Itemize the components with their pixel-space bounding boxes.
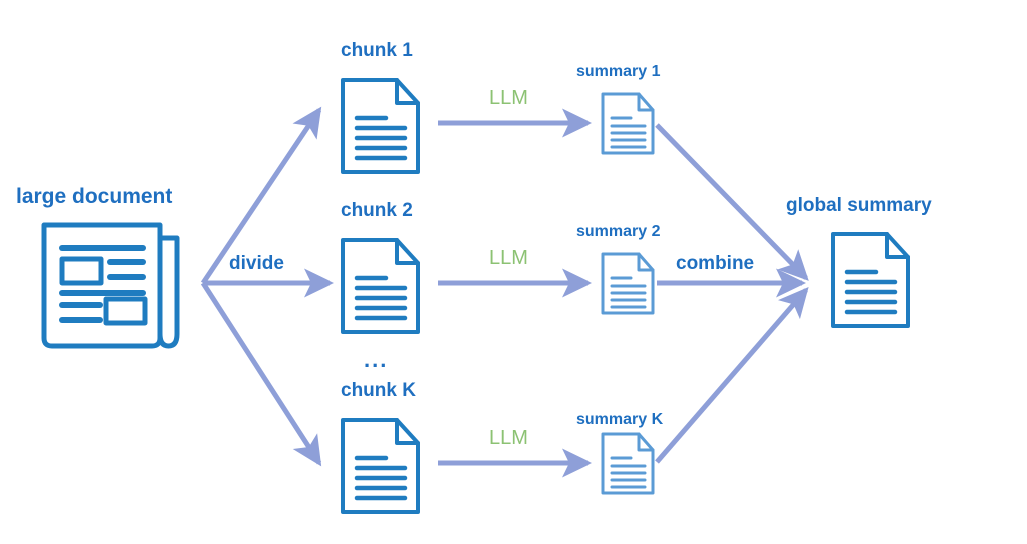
combine-label: combine <box>676 253 755 274</box>
large-document-label: large document <box>16 185 173 208</box>
chunk-2-label: chunk 2 <box>341 200 413 221</box>
llm-label-3: LLM <box>489 427 528 449</box>
summary-k-label: summary K <box>576 411 664 428</box>
llm-label-1: LLM <box>489 87 528 109</box>
divide-label: divide <box>229 253 284 274</box>
newspaper-icon <box>41 222 180 349</box>
document-icon-global-summary <box>831 232 910 328</box>
divide-arrow-top <box>200 106 322 285</box>
document-icon-summary-2 <box>601 252 655 315</box>
document-icon-summary-1 <box>601 92 655 155</box>
chunk-k-label: chunk K <box>341 380 416 401</box>
combine-arrow-bottom <box>655 286 809 464</box>
summary-1-label: summary 1 <box>576 63 661 80</box>
divide-arrow-bottom <box>200 281 322 467</box>
llm-label-2: LLM <box>489 247 528 269</box>
chunk-1-label: chunk 1 <box>341 40 413 61</box>
combine-arrow-top <box>655 123 809 281</box>
global-summary-label: global summary <box>786 195 932 216</box>
document-icon-chunk-2 <box>341 238 420 334</box>
llm-arrows <box>438 108 593 478</box>
document-icon-summary-k <box>601 432 655 495</box>
summary-2-label: summary 2 <box>576 223 661 240</box>
ellipsis-label: ... <box>364 347 389 372</box>
divide-arrows <box>200 106 335 467</box>
combine-arrows <box>655 123 809 464</box>
document-icon-chunk-1 <box>341 78 420 174</box>
document-icon-chunk-k <box>341 418 420 514</box>
